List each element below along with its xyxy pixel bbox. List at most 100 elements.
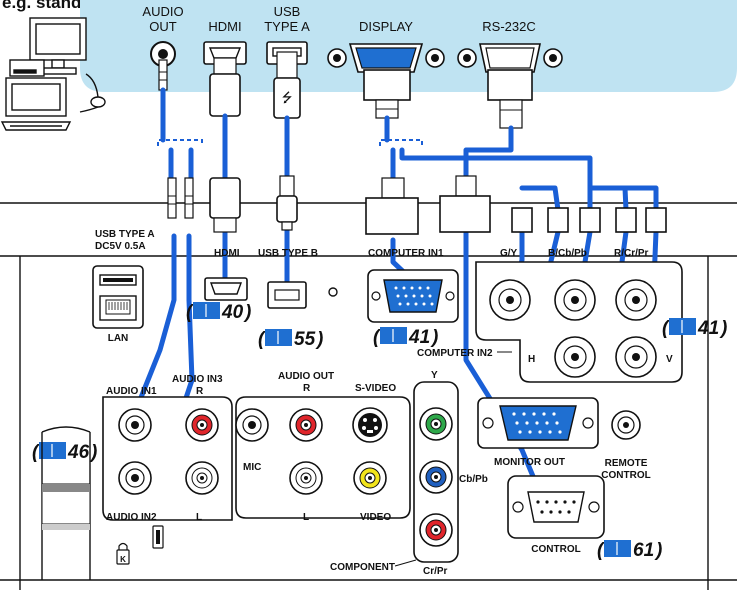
component-cb-jack — [419, 460, 453, 494]
display-source-label: DISPLAY — [359, 19, 413, 34]
svg-text:61: 61 — [633, 540, 654, 561]
computer-in1-label: COMPUTER IN1 — [368, 248, 444, 259]
ref-40[interactable]: ( 40 ) — [186, 302, 251, 323]
v-label: V — [666, 354, 673, 365]
h-label: H — [528, 354, 535, 365]
monitor-out-port — [477, 397, 599, 449]
mic-jack — [235, 408, 269, 442]
rs232c-plug-middle — [439, 175, 491, 233]
ref-61[interactable]: ( 61 ) — [597, 540, 662, 561]
usb-type-b-label: USB TYPE B — [258, 248, 318, 259]
audio-in3-l-label: L — [196, 512, 202, 523]
audio-in3-r-jack — [185, 408, 219, 442]
computer-in1-port — [367, 269, 459, 323]
audio-out-l-jack — [289, 461, 323, 495]
svg-text:41: 41 — [697, 318, 719, 339]
svg-text:46: 46 — [67, 442, 90, 463]
usb-lan-block — [92, 265, 144, 329]
control-label: CONTROL — [531, 544, 580, 555]
usb-type-b-port — [267, 281, 307, 309]
audio-in3-l-jack — [185, 461, 219, 495]
lan-label: LAN — [108, 333, 129, 344]
audio-out-l-label: L — [303, 512, 309, 523]
component-crpr-label: Cr/Pr — [423, 566, 448, 577]
svg-text:K: K — [120, 555, 126, 564]
svg-text:⭍: ⭍ — [282, 91, 293, 106]
rs232c-source-label: RS-232C — [482, 19, 535, 34]
audio-in2-label: AUDIO IN2 — [106, 512, 157, 523]
remote-control-label-2: CONTROL — [601, 470, 650, 481]
usb-plug-top: ⭍ — [273, 51, 301, 119]
display-plug-top — [363, 69, 411, 119]
mic-label: MIC — [243, 462, 261, 473]
audio-plug-top — [158, 59, 168, 91]
audio-in1-jack — [118, 408, 152, 442]
rcrpr-label: R/Cr/Pr — [614, 248, 649, 259]
svg-text:(: ( — [597, 540, 606, 561]
bcbpb-label: B/Cb/Pb — [548, 248, 587, 259]
component-y-jack — [419, 407, 453, 441]
svg-text:55: 55 — [294, 329, 316, 350]
svg-text:(: ( — [373, 327, 382, 348]
computer-in2-label: COMPUTER IN2 — [417, 348, 493, 359]
security-bar — [41, 426, 91, 580]
audio-in3-label: AUDIO IN3 — [172, 374, 223, 385]
svg-text:(: ( — [662, 318, 671, 339]
audio-out-r-label: R — [303, 383, 311, 394]
video-jack — [353, 461, 387, 495]
audio-out-r-jack — [289, 408, 323, 442]
svg-text:(: ( — [186, 302, 195, 323]
audio-out-port — [150, 41, 176, 67]
svg-text:): ) — [430, 327, 438, 348]
ref-41-computer-in2[interactable]: ( 41 ) — [662, 318, 727, 339]
component-cbpb-label: Cb/Pb — [459, 474, 488, 485]
component-label: COMPONENT — [330, 562, 395, 573]
audio-plugs-middle — [167, 177, 194, 219]
display-source-port — [327, 43, 445, 73]
usb-plug-middle — [276, 175, 298, 231]
usb-source-label-2: TYPE A — [264, 19, 310, 34]
rs232c-plug-top — [487, 69, 533, 129]
hdmi-input-port — [204, 277, 248, 301]
ref-55[interactable]: ( 55 ) — [258, 329, 323, 350]
control-port — [507, 475, 605, 539]
svg-text:): ) — [719, 318, 727, 339]
bnc-plugs — [511, 207, 667, 233]
hdmi-plug-top — [209, 57, 241, 117]
kensington-lock-icon: K — [116, 542, 130, 565]
svg-text:): ) — [315, 329, 323, 350]
svideo-jack — [352, 407, 388, 443]
rs232c-source-port — [457, 43, 563, 73]
component-y-label: Y — [431, 370, 438, 381]
vga-plug-middle — [365, 177, 419, 235]
audio-in3-r-label: R — [196, 386, 204, 397]
ref-41-computer-in1[interactable]: ( 41 ) — [373, 327, 438, 348]
audio-in1-label: AUDIO IN1 — [106, 386, 157, 397]
svg-text:): ) — [654, 540, 662, 561]
audio-out-label-1: AUDIO — [142, 4, 183, 19]
svg-text:(: ( — [32, 442, 41, 463]
usb-type-a-label: USB TYPE A — [95, 229, 155, 240]
hdmi-source-label: HDMI — [208, 19, 241, 34]
remote-control-jack — [611, 410, 641, 440]
gy-label: G/Y — [500, 248, 518, 259]
svg-text:): ) — [89, 442, 97, 463]
ref-46[interactable]: ( 46 ) — [32, 442, 97, 463]
svg-text:): ) — [243, 302, 251, 323]
computer-icon — [0, 17, 106, 131]
svg-text:(: ( — [258, 329, 267, 350]
hdmi-plug-middle — [209, 177, 241, 233]
hdmi-panel-label: HDMI — [214, 248, 240, 259]
svg-text:41: 41 — [408, 327, 430, 348]
svideo-label: S-VIDEO — [355, 383, 396, 394]
computer-in2-block — [475, 261, 683, 383]
mounting-hole — [328, 287, 338, 297]
svg-text:40: 40 — [221, 302, 244, 323]
monitor-out-label: MONITOR OUT — [494, 457, 565, 468]
audio-out-panel-label: AUDIO OUT — [278, 371, 334, 382]
usb-power-label: DC5V 0.5A — [95, 241, 146, 252]
component-cr-jack — [419, 513, 453, 547]
audio-out-label-2: OUT — [149, 19, 177, 34]
usb-source-label-1: USB — [274, 4, 301, 19]
